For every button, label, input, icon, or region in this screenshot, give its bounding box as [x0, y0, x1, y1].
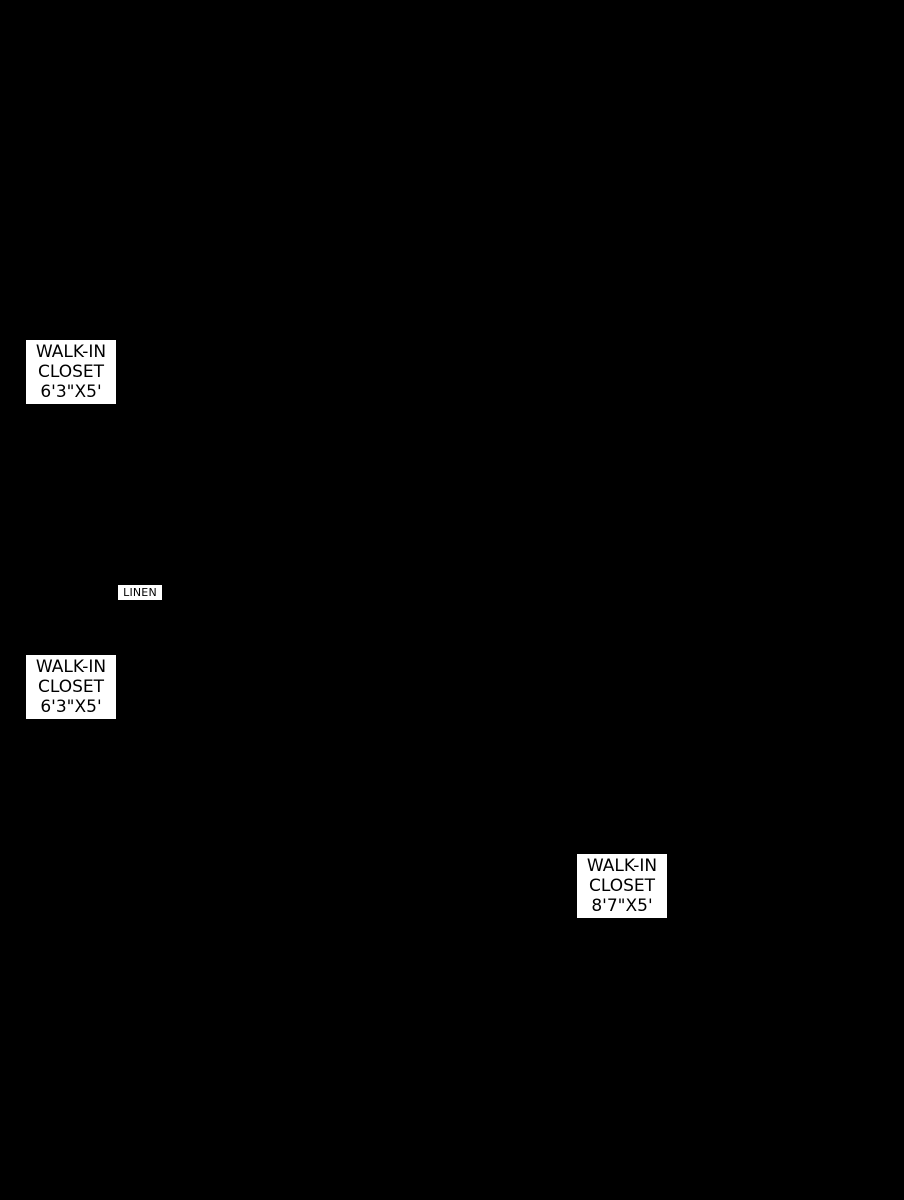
room-name-line1: WALK-IN [35, 342, 107, 362]
room-dimensions: 6'3"X5' [40, 382, 102, 402]
linen-text: LINEN [123, 586, 157, 599]
room-name-line2: CLOSET [37, 677, 105, 697]
walk-in-closet-label-1: WALK-IN CLOSET 6'3"X5' [26, 340, 116, 404]
linen-label: LINEN [118, 585, 162, 600]
room-name-line1: WALK-IN [35, 657, 107, 677]
room-dimensions: 8'7"X5' [591, 896, 653, 916]
walk-in-closet-label-3: WALK-IN CLOSET 8'7"X5' [577, 854, 667, 918]
walk-in-closet-label-2: WALK-IN CLOSET 6'3"X5' [26, 655, 116, 719]
room-dimensions: 6'3"X5' [40, 697, 102, 717]
room-name-line2: CLOSET [37, 362, 105, 382]
room-name-line1: WALK-IN [586, 856, 658, 876]
room-name-line2: CLOSET [588, 876, 656, 896]
